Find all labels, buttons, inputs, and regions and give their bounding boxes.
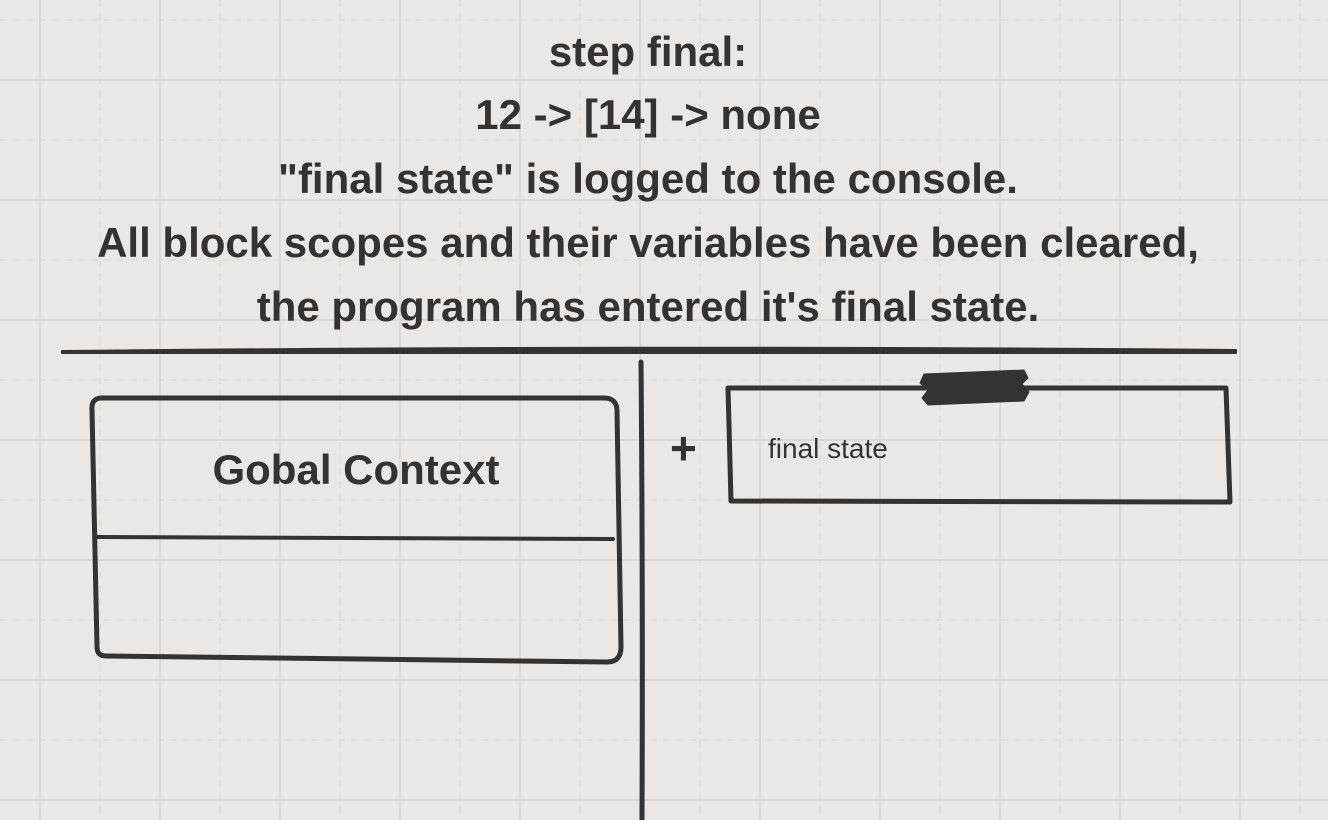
call-sequence-line: 12 -> [14] -> none xyxy=(475,91,821,138)
console-log-description: "final state" is logged to the console. xyxy=(278,155,1018,202)
global-context-divider xyxy=(96,535,615,541)
step-title: step final: xyxy=(548,28,748,75)
global-context-title: Gobal Context xyxy=(212,446,500,493)
console-output-text: final state xyxy=(768,433,888,464)
console-output-box xyxy=(725,385,1233,505)
final-state-description: the program has entered it's final state… xyxy=(256,283,1040,330)
plus-icon: + xyxy=(670,422,697,474)
scope-cleared-description: All block scopes and their variables hav… xyxy=(97,219,1199,266)
tape-strip xyxy=(919,369,1030,406)
header-divider xyxy=(61,346,1237,355)
global-context-box xyxy=(89,395,624,665)
vertical-divider xyxy=(638,359,645,820)
